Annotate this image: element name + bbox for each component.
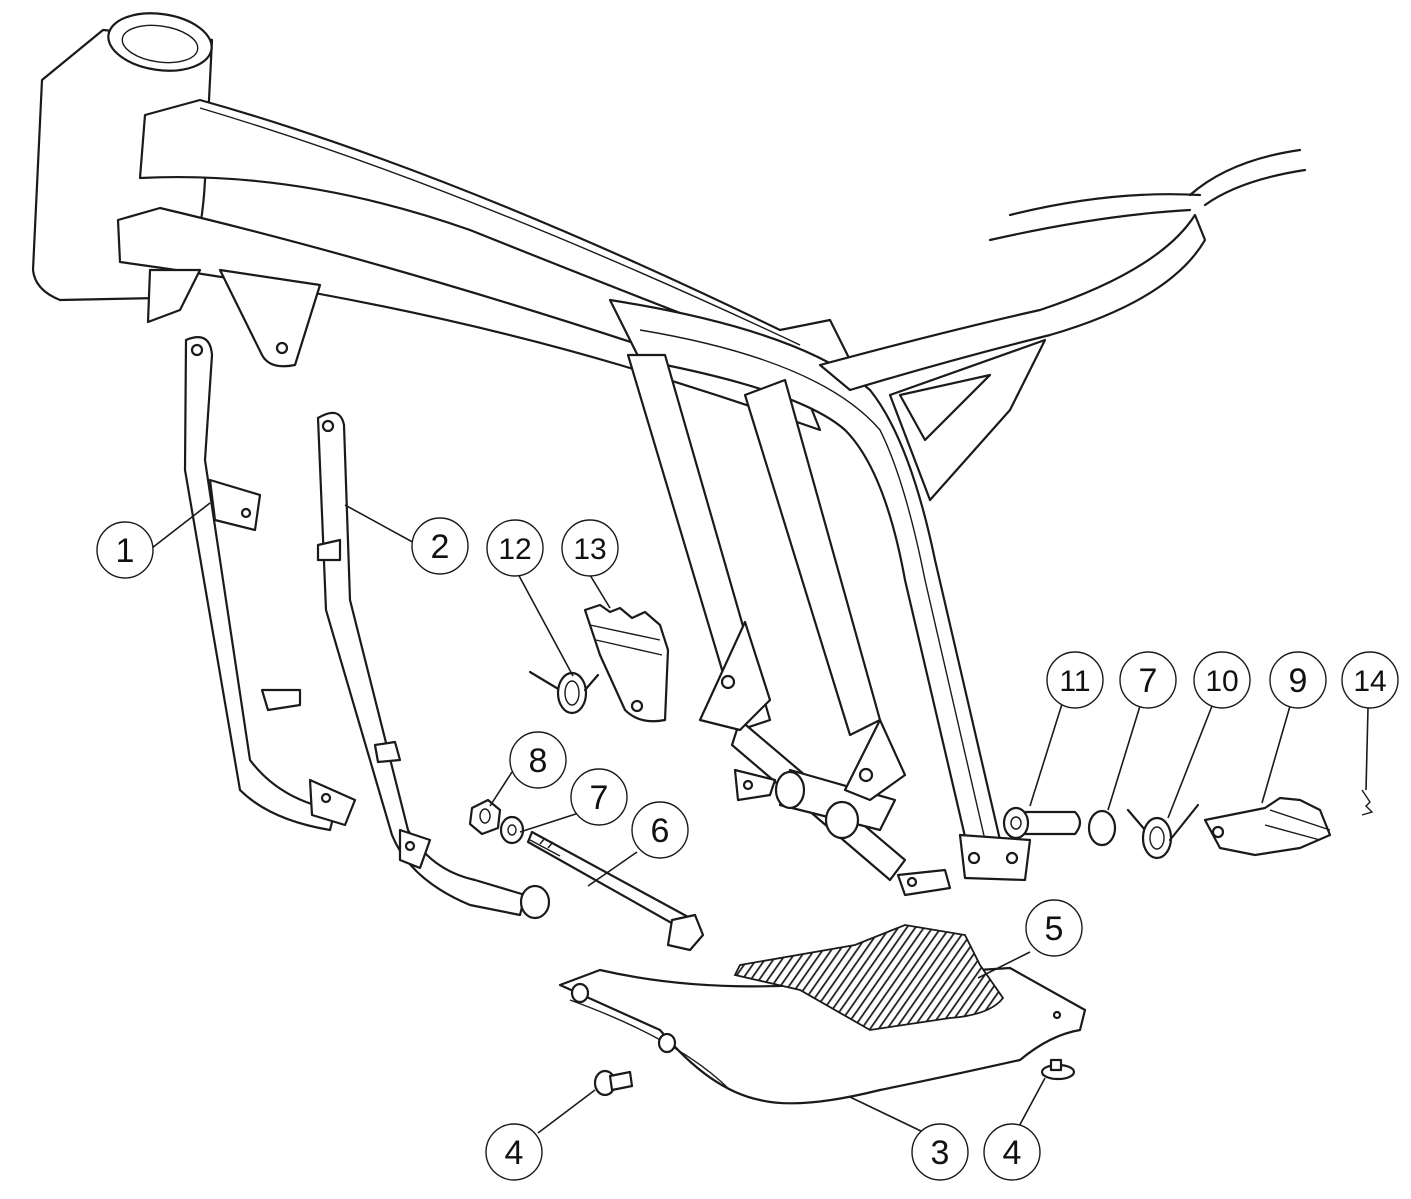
svg-text:13: 13 [573,533,606,566]
svg-text:8: 8 [529,742,548,780]
svg-text:3: 3 [931,1134,950,1172]
part-8-nut [468,798,502,836]
svg-text:10: 10 [1205,665,1238,698]
svg-text:7: 7 [590,779,609,817]
svg-text:4: 4 [505,1134,524,1172]
subframe-gusset [888,338,1047,502]
callout-13: 13 [561,519,619,577]
front-mount-bracket [218,268,322,368]
part-10-spring [1126,803,1200,860]
part-7-washer-right [1087,809,1117,847]
main-frame [31,12,1307,897]
svg-text:6: 6 [651,812,670,850]
part-4-screw-right [1040,1058,1076,1081]
callout-3: 3 [911,1123,969,1181]
part-5-rubber-pad [733,924,1005,1031]
part-9-footpeg [1203,796,1332,857]
svg-text:1: 1 [116,532,135,570]
callout-5: 5 [1025,899,1083,957]
svg-text:2: 2 [431,528,450,566]
svg-text:9: 9 [1289,662,1308,700]
svg-text:4: 4 [1003,1134,1022,1172]
part-11-pin [1002,806,1082,840]
part-1-rail [183,336,357,832]
callout-12: 12 [486,519,544,577]
part-7-washer [499,815,525,845]
callout-11: 11 [1046,651,1104,709]
subframe-upper [818,213,1207,392]
rear-mount-tabs [958,833,1032,882]
svg-text:12: 12 [498,533,531,566]
down-tube [116,206,822,432]
callout-8: 8 [509,731,567,789]
part-6-bolt [526,830,705,952]
leader-lines [151,502,1369,1134]
callout-6: 6 [631,801,689,859]
callout-1: 1 [96,521,154,579]
part-14-clip [1361,789,1374,816]
callout-7-left: 7 [570,768,628,826]
callout-2: 2 [411,517,469,575]
part-12-spring [528,670,600,715]
part-13-footpeg [583,603,670,723]
seat-tube-left [626,353,772,732]
callout-10: 10 [1193,651,1251,709]
rear-loop-line-1 [1008,193,1202,217]
callout-4-right: 4 [983,1123,1041,1181]
svg-text:7: 7 [1139,662,1158,700]
callout-4-left: 4 [485,1123,543,1181]
callout-9: 9 [1269,651,1327,709]
svg-text:14: 14 [1353,665,1386,698]
svg-text:11: 11 [1059,665,1090,698]
callout-14: 14 [1341,651,1399,709]
part-2-rail [316,411,551,920]
part-4-screw-left [593,1069,634,1097]
callout-7-right: 7 [1119,651,1177,709]
svg-text:5: 5 [1045,910,1064,948]
